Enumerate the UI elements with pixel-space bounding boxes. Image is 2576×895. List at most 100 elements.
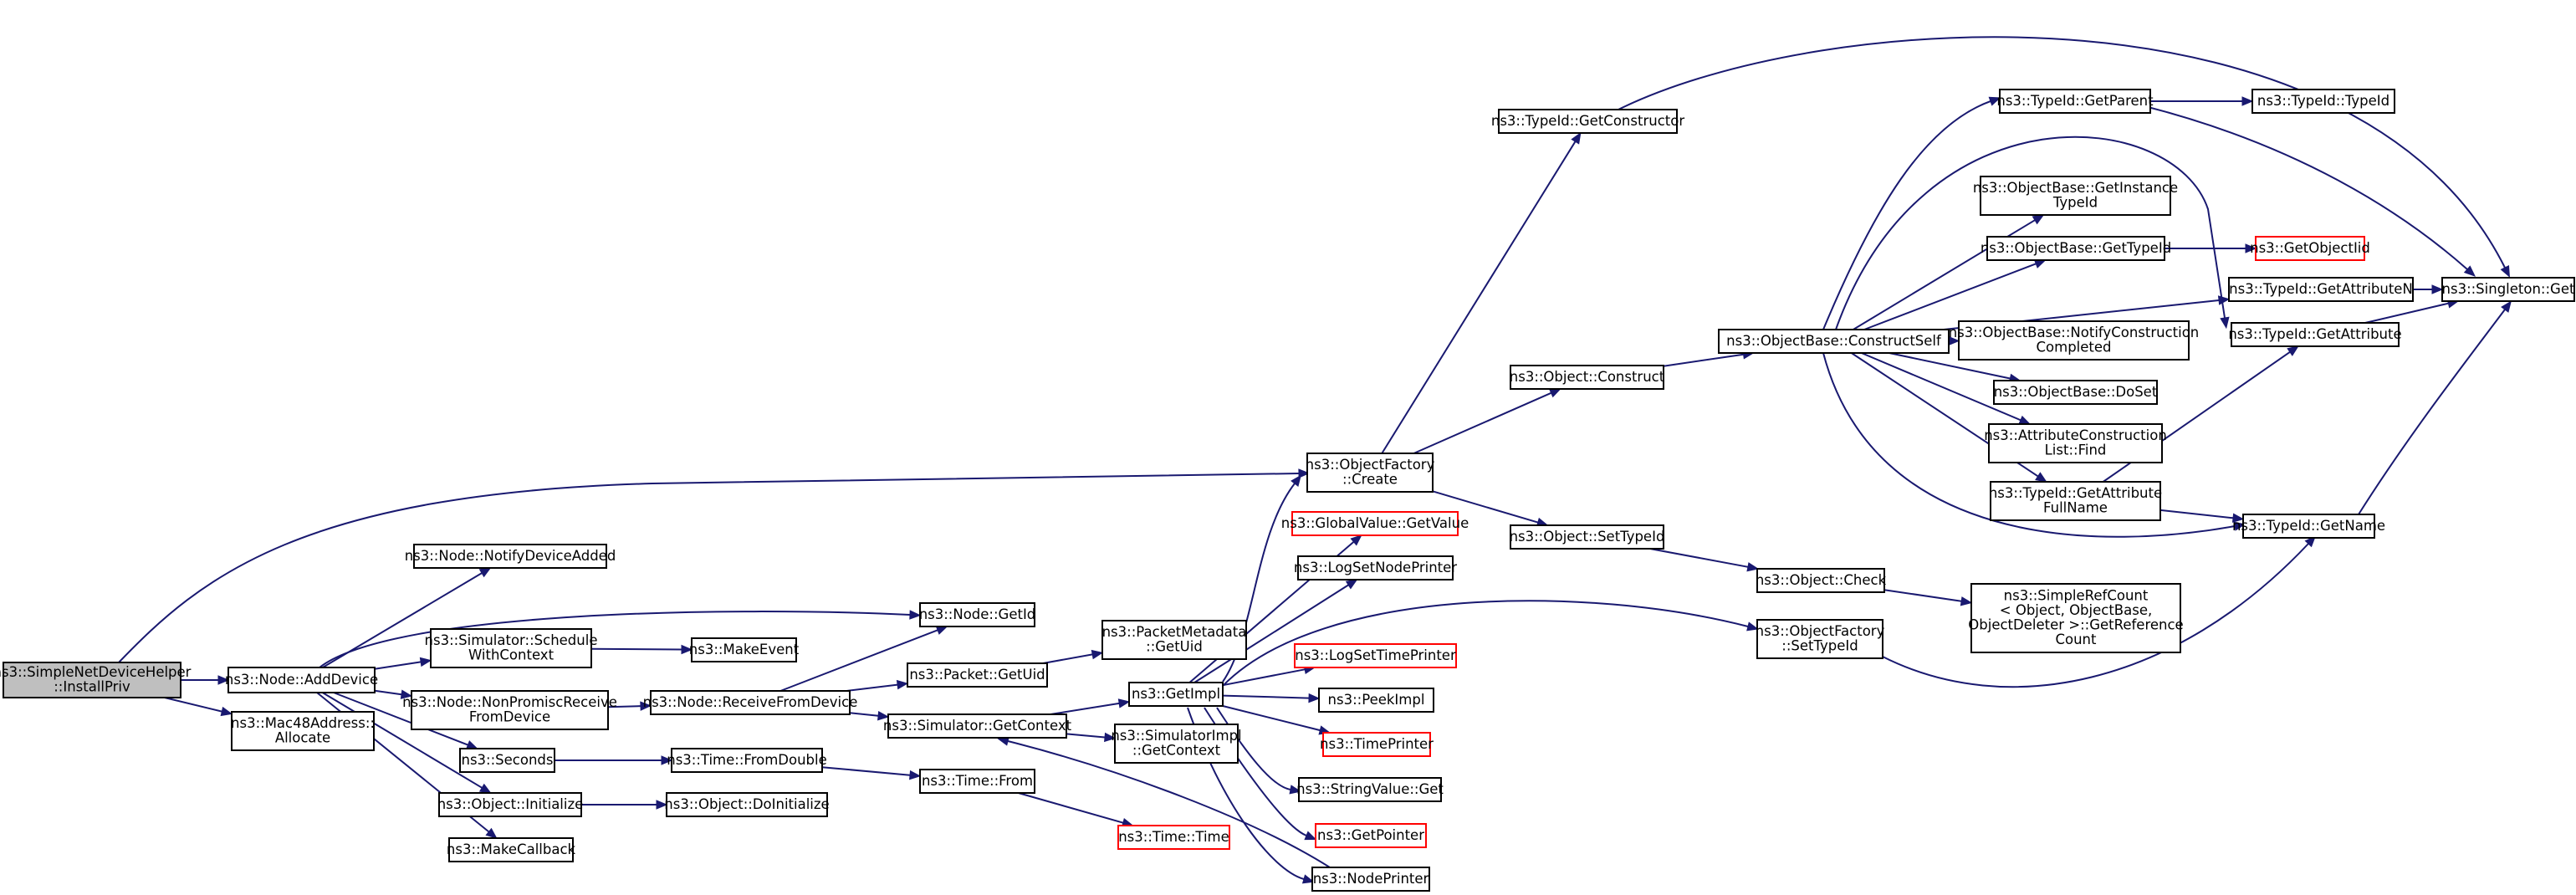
edge-line	[1216, 707, 1291, 790]
node-getPointer[interactable]: ns3::GetPointer	[1315, 823, 1427, 848]
edge-line	[2358, 309, 2506, 515]
node-box	[919, 769, 1035, 794]
edge-root-to-mac48	[164, 697, 233, 717]
node-label: ns3::MakeEvent	[689, 642, 800, 657]
edge-arrowhead	[2032, 214, 2045, 225]
node-objConstruct[interactable]: ns3::Object::Construct	[1510, 365, 1665, 390]
edge-arrowhead	[478, 783, 492, 794]
node-label: ns3::Simulator::GetContext	[883, 718, 1072, 734]
node-fromDouble[interactable]: ns3::Time::FromDouble	[667, 748, 827, 773]
edge-getParent-to-typeIdCtor	[2150, 96, 2254, 106]
node-objFactCreate[interactable]: ns3::ObjectFactory::Create	[1306, 453, 1435, 493]
node-recvFromDev[interactable]: ns3::Node::ReceiveFromDevice	[643, 690, 858, 715]
node-box	[1990, 481, 2161, 521]
node-refCount[interactable]: ns3::SimpleRefCount< Object, ObjectBase,…	[1968, 583, 2184, 653]
node-singleton[interactable]: ns3::Singleton::Get	[2441, 277, 2575, 302]
node-objInit[interactable]: ns3::Object::Initialize	[437, 792, 584, 817]
node-box	[3, 662, 181, 698]
node-getConstructor[interactable]: ns3::TypeId::GetConstructor	[1491, 109, 1684, 134]
node-peekImpl[interactable]: ns3::PeekImpl	[1318, 688, 1434, 713]
node-label: ns3::NodePrinter	[1313, 871, 1429, 887]
node-notifyDev[interactable]: ns3::Node::NotifyDeviceAdded	[405, 544, 616, 569]
node-label: ns3::Packet::GetUid	[909, 667, 1045, 683]
edge-arrowhead	[419, 657, 432, 667]
node-box	[2255, 236, 2365, 261]
edge-arrowhead	[2287, 345, 2299, 356]
node-label: ns3::TypeId::GetName	[2232, 518, 2385, 534]
node-getObjIid[interactable]: ns3::GetObjectIid	[2250, 236, 2370, 261]
node-label: ::SetTypeId	[1781, 638, 1858, 654]
edge-arrowhead	[2035, 472, 2047, 483]
node-box	[448, 837, 574, 862]
edge-getCtx-to-simImplCtx	[1066, 732, 1117, 743]
edge-objSetTypeId-to-objCheck	[1649, 548, 1760, 572]
node-ofSetTypeId[interactable]: ns3::ObjectFactory::SetTypeId	[1756, 619, 1885, 659]
node-getAttrN[interactable]: ns3::TypeId::GetAttributeN	[2228, 277, 2414, 302]
node-strValGet[interactable]: ns3::StringValue::Get	[1296, 777, 1444, 802]
edge-objCheck-to-refCount	[1883, 589, 1973, 606]
edge-arrowhead	[220, 706, 233, 717]
node-label: ns3::SimulatorImpl	[1111, 728, 1241, 744]
node-timeFrom[interactable]: ns3::Time::From	[919, 769, 1035, 794]
node-getImpl[interactable]: ns3::GetImpl	[1128, 682, 1224, 707]
node-label: ns3::Singleton::Get	[2442, 281, 2575, 297]
node-getCtx[interactable]: ns3::Simulator::GetContext	[883, 713, 1072, 739]
edge-arrowhead	[485, 827, 498, 839]
edge-line	[1050, 702, 1120, 715]
edge-line	[1222, 705, 1321, 732]
node-globalVal[interactable]: ns3::GlobalValue::GetValue	[1281, 511, 1469, 536]
node-box	[650, 690, 851, 715]
edge-line	[2364, 302, 2449, 324]
node-makeEvent[interactable]: ns3::MakeEvent	[689, 637, 800, 662]
node-box	[1756, 568, 1885, 593]
edge-root-to-addDevice	[181, 675, 230, 685]
node-getId[interactable]: ns3::Node::GetId	[919, 602, 1036, 627]
node-doInit[interactable]: ns3::Object::DoInitialize	[664, 792, 830, 817]
node-obGetTid[interactable]: ns3::ObjectBase::GetTypeId	[1981, 236, 2171, 261]
node-getAttr[interactable]: ns3::TypeId::GetAttribute	[2228, 322, 2402, 347]
node-timePrinter[interactable]: ns3::TimePrinter	[1320, 732, 1434, 757]
node-nodePrinter[interactable]: ns3::NodePrinter	[1311, 867, 1430, 892]
node-mac48[interactable]: ns3::Mac48Address::Allocate	[231, 711, 375, 751]
edge-getAttr-to-singleton	[2364, 299, 2460, 324]
node-timeTime[interactable]: ns3::Time::Time	[1117, 825, 1230, 850]
edge-line	[1822, 100, 1991, 330]
node-pktUid[interactable]: ns3::Packet::GetUid	[907, 662, 1048, 688]
node-seconds[interactable]: ns3::Seconds	[459, 748, 555, 773]
edge-arrowhead	[1298, 468, 1311, 478]
node-label: ns3::GetImpl	[1132, 686, 1220, 702]
node-objCheck[interactable]: ns3::Object::Check	[1756, 568, 1887, 593]
node-logNode[interactable]: ns3::LogSetNodePrinter	[1294, 555, 1457, 580]
edge-line	[779, 629, 938, 692]
node-box	[411, 690, 609, 730]
node-typeIdCtor[interactable]: ns3::TypeId::TypeId	[2251, 89, 2395, 114]
node-simImplCtx[interactable]: ns3::SimulatorImpl::GetContext	[1111, 724, 1242, 764]
edge-constructSelf-to-getParent	[1822, 96, 2001, 330]
node-box	[1988, 423, 2163, 463]
node-notifyConstr[interactable]: ns3::ObjectBase::NotifyConstructionCompl…	[1949, 320, 2200, 361]
node-getParent[interactable]: ns3::TypeId::GetParent	[1996, 89, 2154, 114]
node-addDevice[interactable]: ns3::Node::AddDevice	[225, 667, 378, 693]
node-label: ns3::ObjectFactory	[1306, 457, 1435, 473]
node-logTime[interactable]: ns3::LogSetTimePrinter	[1294, 643, 1457, 668]
node-getName[interactable]: ns3::TypeId::GetName	[2232, 514, 2385, 539]
node-label: ns3::Mac48Address::	[231, 715, 375, 731]
node-root[interactable]: ns3::SimpleNetDeviceHelper::InstallPriv	[0, 662, 192, 698]
node-doSet[interactable]: ns3::ObjectBase::DoSet	[1993, 380, 2158, 405]
node-constructSelf[interactable]: ns3::ObjectBase::ConstructSelf	[1718, 329, 1950, 354]
edge-arrowhead	[1350, 534, 1362, 546]
node-label: ns3::MakeCallback	[447, 841, 576, 857]
edge-arrowhead	[896, 679, 909, 690]
node-objSetTypeId[interactable]: ns3::Object::SetTypeId	[1510, 524, 1665, 550]
node-makeCb[interactable]: ns3::MakeCallback	[447, 837, 576, 862]
edge-arrowhead	[1291, 474, 1302, 487]
node-label: ns3::Node::AddDevice	[225, 672, 378, 688]
node-pktMeta[interactable]: ns3::PacketMetadata::GetUid	[1101, 620, 1247, 660]
edge-arrowhead	[909, 610, 922, 620]
